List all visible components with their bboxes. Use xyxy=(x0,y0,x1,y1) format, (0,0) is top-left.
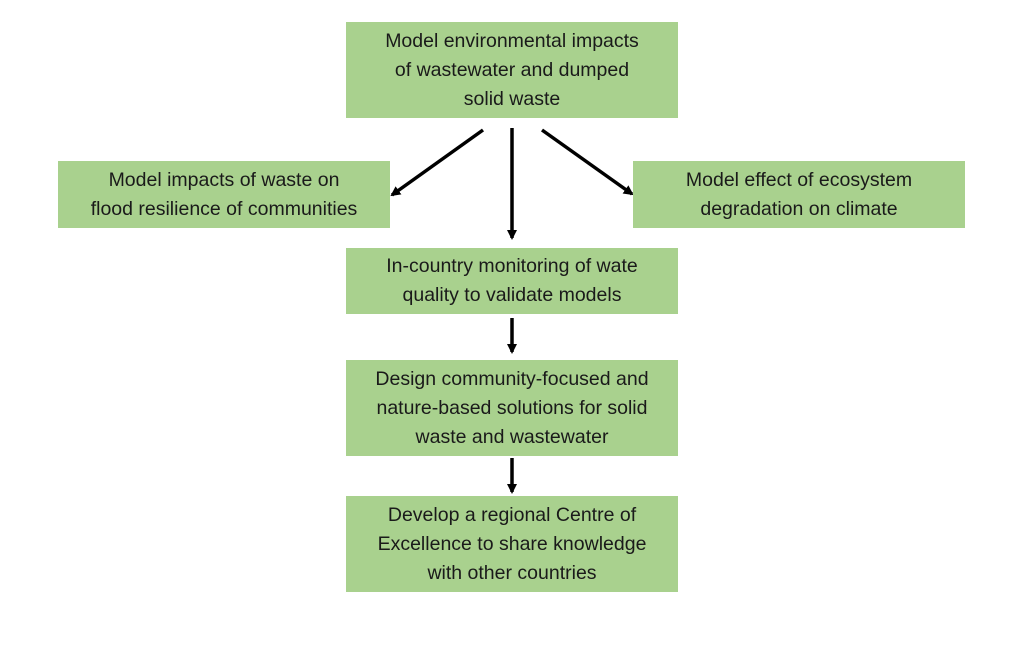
node-text-line: Model environmental impacts xyxy=(385,29,639,52)
node-model-ecosystem-climate: Model effect of ecosystem degradation on… xyxy=(633,161,965,228)
node-text-line: Model impacts of waste on xyxy=(108,168,340,191)
node-model-flood-resilience: Model impacts of waste on flood resilien… xyxy=(58,161,390,228)
node-centre-of-excellence: Develop a regional Centre of Excellence … xyxy=(346,496,678,592)
arrow-top-to-right xyxy=(540,128,634,196)
node-text-line: flood resilience of communities xyxy=(90,197,358,220)
node-text-line: of wastewater and dumped xyxy=(394,58,630,81)
node-text-line: Excellence to share knowledge xyxy=(377,532,647,555)
node-model-environmental-impacts: Model environmental impacts of wastewate… xyxy=(346,22,678,118)
node-text-line: Design community-focused and xyxy=(375,367,649,390)
node-text-line: waste and wastewater xyxy=(415,425,609,448)
arrow-top-to-left xyxy=(390,128,485,197)
node-in-country-monitoring: In-country monitoring of wate quality to… xyxy=(346,248,678,314)
node-text-line: degradation on climate xyxy=(700,197,898,220)
node-text-line: In-country monitoring of wate xyxy=(386,255,638,277)
node-text-line: with other countries xyxy=(427,561,597,584)
node-design-solutions: Design community-focused and nature-base… xyxy=(346,360,678,456)
node-text-line: nature-based solutions for solid xyxy=(376,396,648,419)
node-text-line: Develop a regional Centre of xyxy=(387,503,637,526)
node-text-line: quality to validate models xyxy=(402,284,622,306)
node-text-line: Model effect of ecosystem xyxy=(685,168,913,191)
node-text-line: solid waste xyxy=(463,87,561,110)
